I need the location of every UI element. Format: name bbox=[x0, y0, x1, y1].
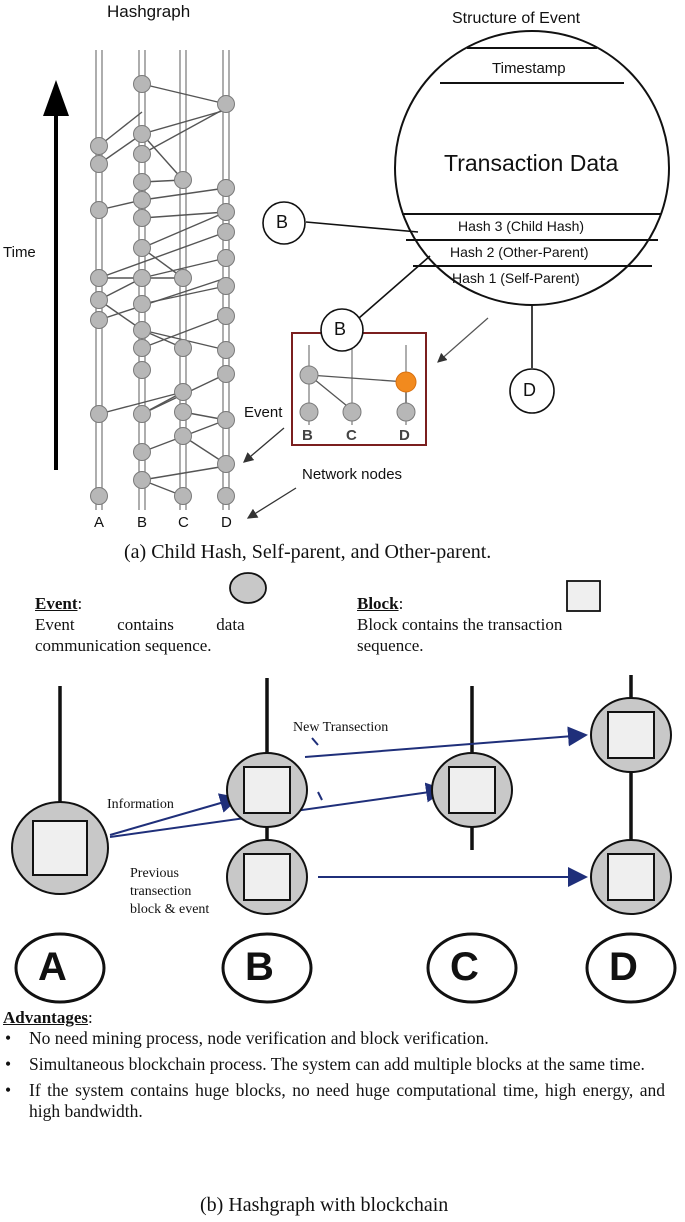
callout-b-top: B bbox=[276, 212, 289, 232]
new-transaction-label: New Transection bbox=[293, 720, 389, 735]
bottom-node-c: C bbox=[450, 945, 479, 989]
event-label: Event bbox=[244, 404, 283, 421]
advantages-title: Advantages bbox=[3, 1008, 89, 1027]
advantage-item: • No need mining process, node verificati… bbox=[3, 1028, 665, 1049]
advantage-text: No need mining process, node verificatio… bbox=[29, 1028, 489, 1048]
node-label-a: A bbox=[94, 514, 105, 531]
bullet-icon: • bbox=[5, 1054, 12, 1074]
inset-label-b: B bbox=[302, 427, 313, 444]
block-legend-text-1: Block contains the transaction bbox=[357, 615, 563, 634]
advantages-list: • No need mining process, node verificati… bbox=[3, 1028, 665, 1127]
advantage-item: • Simultaneous blockchain process. The sy… bbox=[3, 1054, 665, 1075]
event-legend-title: Event bbox=[35, 594, 78, 613]
previous-label-2: transection bbox=[130, 884, 192, 899]
hashgraph-edges bbox=[98, 83, 227, 497]
previous-label-3: block & event bbox=[130, 902, 210, 917]
event-legend-icon bbox=[229, 572, 267, 604]
event-legend-title-row: Event: bbox=[35, 594, 82, 614]
bullet-icon: • bbox=[5, 1028, 12, 1048]
hashgraph-node-lines bbox=[95, 50, 230, 510]
block-legend-title: Block bbox=[357, 594, 399, 613]
bottom-node-a: A bbox=[38, 945, 67, 989]
event-inset bbox=[291, 332, 427, 446]
advantages-colon: : bbox=[88, 1008, 93, 1027]
block-legend-text-2: sequence. bbox=[357, 636, 424, 655]
field-hash2: Hash 2 (Other-Parent) bbox=[450, 244, 589, 260]
structure-title: Structure of Event bbox=[452, 10, 581, 27]
advantage-item: • If the system contains huge blocks, no … bbox=[3, 1080, 665, 1122]
caption-b: (b) Hashgraph with blockchain bbox=[200, 1194, 449, 1216]
advantage-text: If the system contains huge blocks, no n… bbox=[29, 1080, 665, 1121]
block-legend-title-row: Block: bbox=[357, 594, 403, 614]
node-label-b: B bbox=[137, 514, 148, 531]
hashgraph-title: Hashgraph bbox=[107, 2, 191, 21]
previous-label-1: Previous bbox=[130, 866, 179, 881]
bottom-node-b: B bbox=[245, 945, 274, 989]
blockchain-node-circles bbox=[14, 932, 677, 1004]
node-label-c: C bbox=[178, 514, 189, 531]
bullet-icon: • bbox=[5, 1080, 12, 1100]
event-pointer-arrow bbox=[243, 427, 285, 463]
event-legend-text-1: Event contains data bbox=[35, 615, 245, 634]
block-legend-icon bbox=[566, 580, 601, 612]
new-event-highlight bbox=[395, 371, 417, 393]
inset-label-d: D bbox=[399, 427, 410, 444]
event-structure-circle bbox=[394, 30, 670, 306]
blockchain-events bbox=[11, 697, 672, 915]
inset-label-c: C bbox=[346, 427, 357, 444]
node-label-d: D bbox=[221, 514, 232, 531]
bottom-node-d: D bbox=[609, 945, 638, 989]
callout-d: D bbox=[523, 380, 536, 400]
advantage-text: Simultaneous blockchain process. The sys… bbox=[29, 1054, 645, 1074]
field-transaction-data: Transaction Data bbox=[444, 150, 619, 176]
blockchain-arrows bbox=[109, 726, 588, 887]
network-nodes-label: Network nodes bbox=[302, 466, 403, 483]
block-legend-colon: : bbox=[398, 594, 404, 613]
hashgraph-events bbox=[90, 75, 235, 505]
field-hash3: Hash 3 (Child Hash) bbox=[458, 218, 585, 234]
time-label: Time bbox=[3, 244, 36, 261]
network-nodes-pointer-arrow bbox=[246, 487, 297, 519]
event-legend-colon: : bbox=[77, 594, 83, 613]
callout-b-bottom: B bbox=[334, 319, 347, 339]
information-label: Information bbox=[107, 797, 174, 812]
callouts bbox=[262, 201, 555, 414]
field-timestamp: Timestamp bbox=[492, 60, 566, 77]
event-legend-text-2: communication sequence. bbox=[35, 636, 212, 655]
caption-a: (a) Child Hash, Self-parent, and Other-p… bbox=[124, 541, 492, 563]
field-hash1: Hash 1 (Self-Parent) bbox=[452, 270, 580, 286]
time-arrow bbox=[43, 80, 69, 470]
advantages-title-row: Advantages: bbox=[3, 1008, 93, 1028]
